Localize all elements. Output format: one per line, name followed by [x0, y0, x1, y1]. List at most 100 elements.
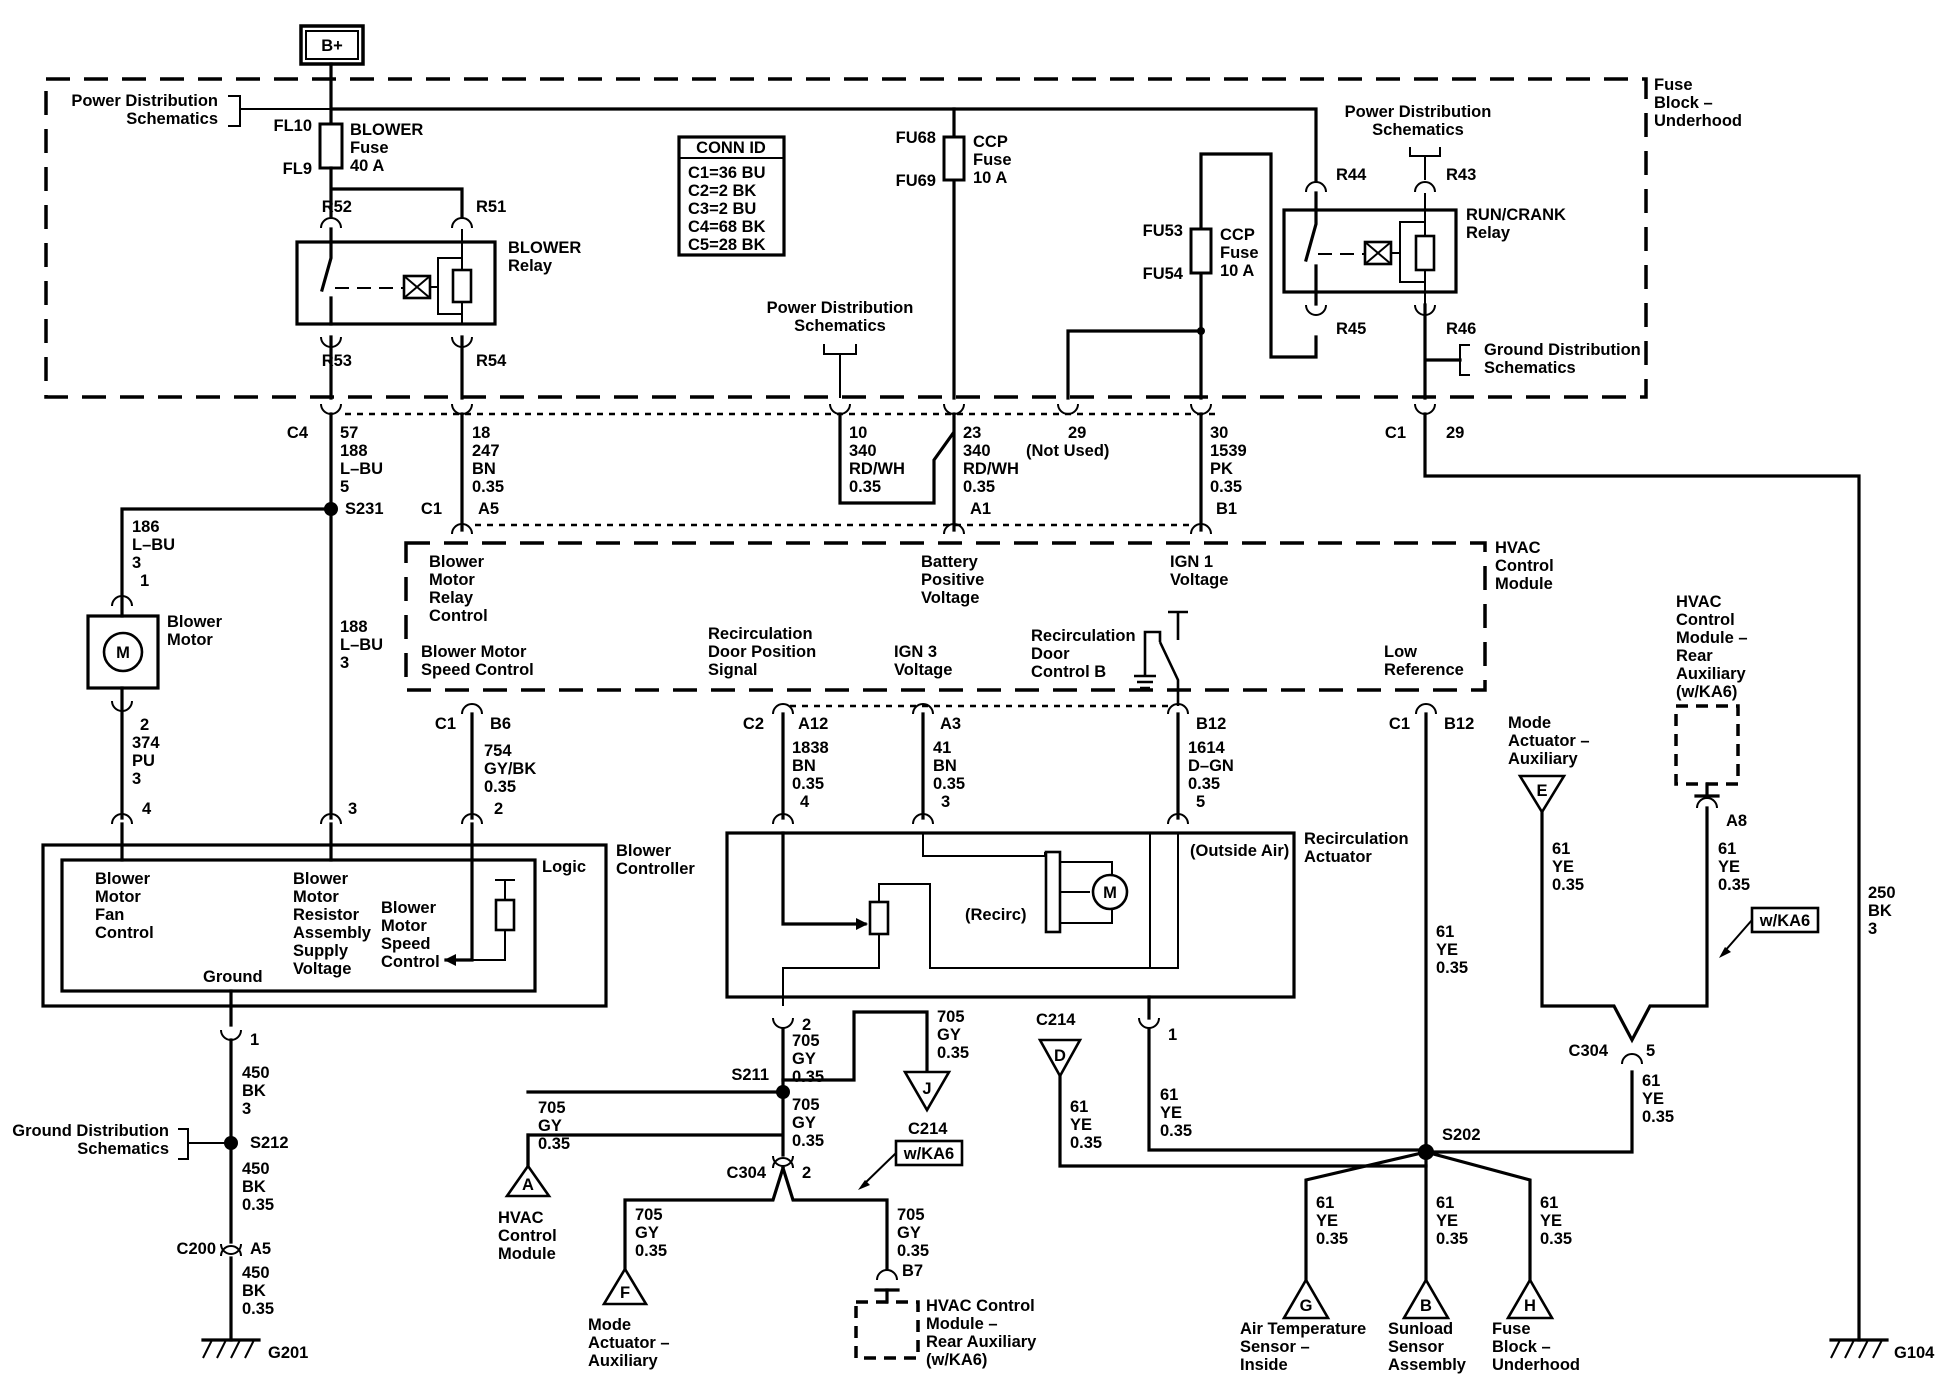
svg-text:C200: C200	[177, 1240, 216, 1258]
svg-text:0.35: 0.35	[242, 1196, 274, 1214]
bc-ground-pin	[220, 1029, 242, 1041]
label-a1: A1	[970, 500, 991, 518]
bc-label-ground: Ground	[203, 968, 263, 986]
svg-text:61: 61	[1642, 1072, 1660, 1090]
svg-text:Blower Motor: Blower Motor	[421, 643, 527, 661]
svg-text:340: 340	[963, 442, 991, 460]
wire-label-41: 41 BN 0.35 3	[933, 739, 965, 811]
svg-text:A: A	[522, 1176, 534, 1194]
svg-text:Blower: Blower	[293, 870, 349, 888]
svg-text:HVAC Control: HVAC Control	[926, 1297, 1035, 1315]
svg-text:41: 41	[933, 739, 951, 757]
svg-text:0.35: 0.35	[1642, 1108, 1674, 1126]
svg-text:0.35: 0.35	[1188, 775, 1220, 793]
svg-text:Actuator –: Actuator –	[1508, 732, 1590, 750]
svg-text:Ground Distribution: Ground Distribution	[1484, 341, 1641, 359]
wire-blower-fuse-out	[329, 166, 464, 218]
svg-text:61: 61	[1540, 1194, 1558, 1212]
svg-text:Module: Module	[1495, 575, 1553, 593]
svg-text:Voltage: Voltage	[894, 661, 952, 679]
svg-text:D–GN: D–GN	[1188, 757, 1234, 775]
svg-text:YE: YE	[1160, 1104, 1182, 1122]
svg-text:Fuse: Fuse	[1492, 1320, 1531, 1338]
label-s202: S202	[1442, 1126, 1481, 1144]
svg-text:J: J	[922, 1080, 931, 1098]
svg-text:247: 247	[472, 442, 500, 460]
svg-text:C304: C304	[1569, 1042, 1609, 1060]
svg-text:Motor: Motor	[167, 631, 213, 649]
svg-text:Blower: Blower	[381, 899, 437, 917]
blower-motor: M Blower Motor	[86, 613, 223, 690]
svg-text:30: 30	[1210, 424, 1228, 442]
svg-text:YE: YE	[1718, 858, 1740, 876]
svg-text:A5: A5	[478, 500, 499, 518]
ra-pin-2: 2	[802, 1016, 811, 1034]
svg-text:5: 5	[1196, 793, 1205, 811]
fuse-block-boundary	[44, 77, 1648, 399]
wire-label-705-f: 705 GY 0.35	[635, 1206, 667, 1260]
hvac-control-module-boundary	[404, 541, 1487, 692]
svg-text:GY: GY	[897, 1224, 921, 1242]
svg-text:FU69: FU69	[896, 172, 936, 190]
svg-text:374: 374	[132, 734, 160, 752]
svg-text:C2=2 BK: C2=2 BK	[688, 182, 756, 200]
wire-label-250: 250 BK 3	[1868, 884, 1896, 938]
label-c2-a12: C2 A12	[743, 715, 828, 733]
svg-text:61: 61	[1160, 1086, 1178, 1104]
label-s231: S231	[345, 500, 384, 518]
connector-g: G Air Temperature Sensor – Inside	[1240, 1277, 1366, 1374]
svg-text:23: 23	[963, 424, 981, 442]
svg-text:GY/BK: GY/BK	[484, 760, 536, 778]
svg-text:57: 57	[340, 424, 358, 442]
svg-text:PK: PK	[1210, 460, 1233, 478]
svg-text:R54: R54	[476, 352, 507, 370]
conn-id-table: CONN ID C1=36 BU C2=2 BK C3=2 BU C4=68 B…	[677, 135, 786, 257]
svg-text:FU68: FU68	[896, 129, 936, 147]
svg-text:61: 61	[1436, 1194, 1454, 1212]
hvac-label-recirc-door-position: Recirculation Door Position Signal	[708, 625, 816, 679]
svg-text:RD/WH: RD/WH	[849, 460, 905, 478]
recirc-actuator-internals: M	[781, 831, 1179, 1006]
svg-text:YE: YE	[1436, 1212, 1458, 1230]
svg-text:Inside: Inside	[1240, 1356, 1288, 1374]
svg-text:Motor: Motor	[293, 888, 339, 906]
svg-text:BK: BK	[242, 1282, 266, 1300]
svg-text:Mode: Mode	[1508, 714, 1551, 732]
svg-text:0.35: 0.35	[1718, 876, 1750, 894]
svg-text:L–BU: L–BU	[340, 636, 383, 654]
svg-text:L–BU: L–BU	[340, 460, 383, 478]
blower-relay: R52 R51 BLOWER Relay R53 R54	[295, 198, 581, 370]
wka6-callout-1: w/KA6	[858, 1139, 964, 1190]
svg-text:Supply: Supply	[293, 942, 349, 960]
svg-text:Recirculation: Recirculation	[708, 625, 813, 643]
svg-text:D: D	[1054, 1047, 1066, 1065]
svg-text:HVAC: HVAC	[1676, 593, 1722, 611]
wire-label-705-right: 705 GY 0.35	[937, 1008, 969, 1062]
svg-text:Rear: Rear	[1676, 647, 1713, 665]
svg-text:0.35: 0.35	[538, 1135, 570, 1153]
svg-text:61: 61	[1316, 1194, 1334, 1212]
wire-s202-fanout	[1304, 1070, 1634, 1284]
wire-705-main	[526, 1028, 785, 1178]
svg-text:CONN ID: CONN ID	[696, 139, 766, 157]
svg-text:Speed: Speed	[381, 935, 431, 953]
svg-text:Voltage: Voltage	[1170, 571, 1228, 589]
wire-label-754: 754 GY/BK 0.35	[484, 742, 536, 796]
label-a3: A3	[940, 715, 961, 733]
svg-text:GY: GY	[792, 1114, 816, 1132]
wire-bplus-bus	[329, 62, 1318, 182]
recirc-actuator-label: Recirculation Actuator	[1304, 830, 1409, 866]
svg-text:Sensor: Sensor	[1388, 1338, 1445, 1356]
svg-text:0.35: 0.35	[792, 775, 824, 793]
svg-text:C5=28 BK: C5=28 BK	[688, 236, 766, 254]
wire-label-61-b: 61 YE 0.35	[1436, 1194, 1468, 1248]
a8-pin: A8	[1694, 782, 1747, 830]
wire-label-705-b7: 705 GY 0.35 B7	[897, 1206, 929, 1280]
connector-hvac-bottom-pins	[461, 703, 1437, 715]
blower-controller-label: Blower Controller	[616, 842, 695, 878]
recirc-actuator-pins-bottom	[772, 1017, 1160, 1029]
wire-label-23: 23 340 RD/WH 0.35	[963, 424, 1019, 496]
svg-text:(w/KA6): (w/KA6)	[926, 1351, 987, 1369]
svg-text:Auxiliary: Auxiliary	[588, 1352, 659, 1370]
svg-text:R53: R53	[322, 352, 352, 370]
